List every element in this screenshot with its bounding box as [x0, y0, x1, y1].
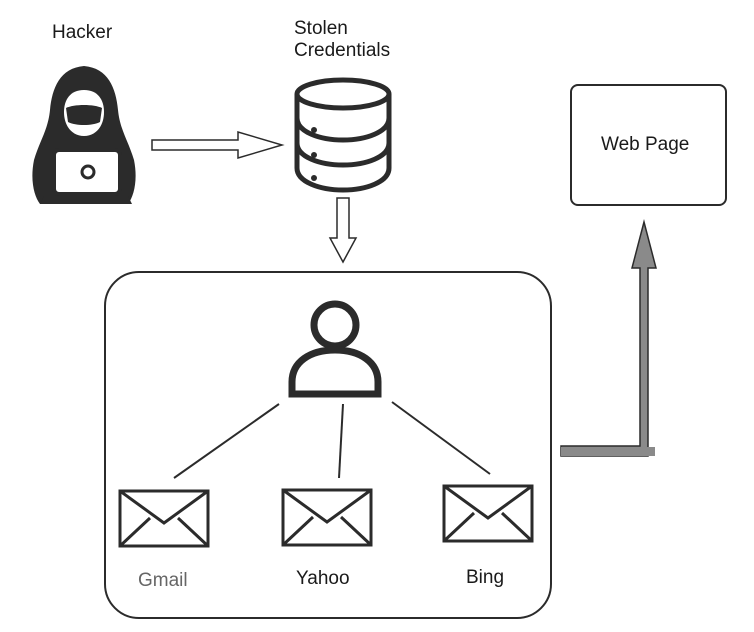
arrow-accounts-to-web-page — [560, 219, 657, 457]
account-label-gmail: Gmail — [138, 570, 188, 591]
database-label-line2: Credentials — [294, 40, 391, 61]
hacker-label: Hacker — [52, 22, 113, 43]
envelope-icon-yahoo — [281, 488, 373, 547]
envelope-icon-gmail — [118, 489, 210, 548]
web-page-box — [570, 84, 727, 206]
accounts-container — [104, 271, 552, 619]
arrow-database-to-accounts — [328, 197, 358, 264]
database-icon — [294, 77, 392, 193]
hacker-icon — [32, 66, 136, 204]
account-label-bing: Bing — [466, 567, 505, 588]
arrow-hacker-to-database — [151, 130, 285, 160]
user-connectors — [173, 401, 491, 479]
database-label-line1: Stolen — [294, 18, 348, 39]
user-icon — [288, 300, 382, 398]
envelope-icon-bing — [442, 484, 534, 543]
web-page-label: Web Page — [601, 134, 690, 155]
account-label-yahoo: Yahoo — [296, 568, 350, 589]
